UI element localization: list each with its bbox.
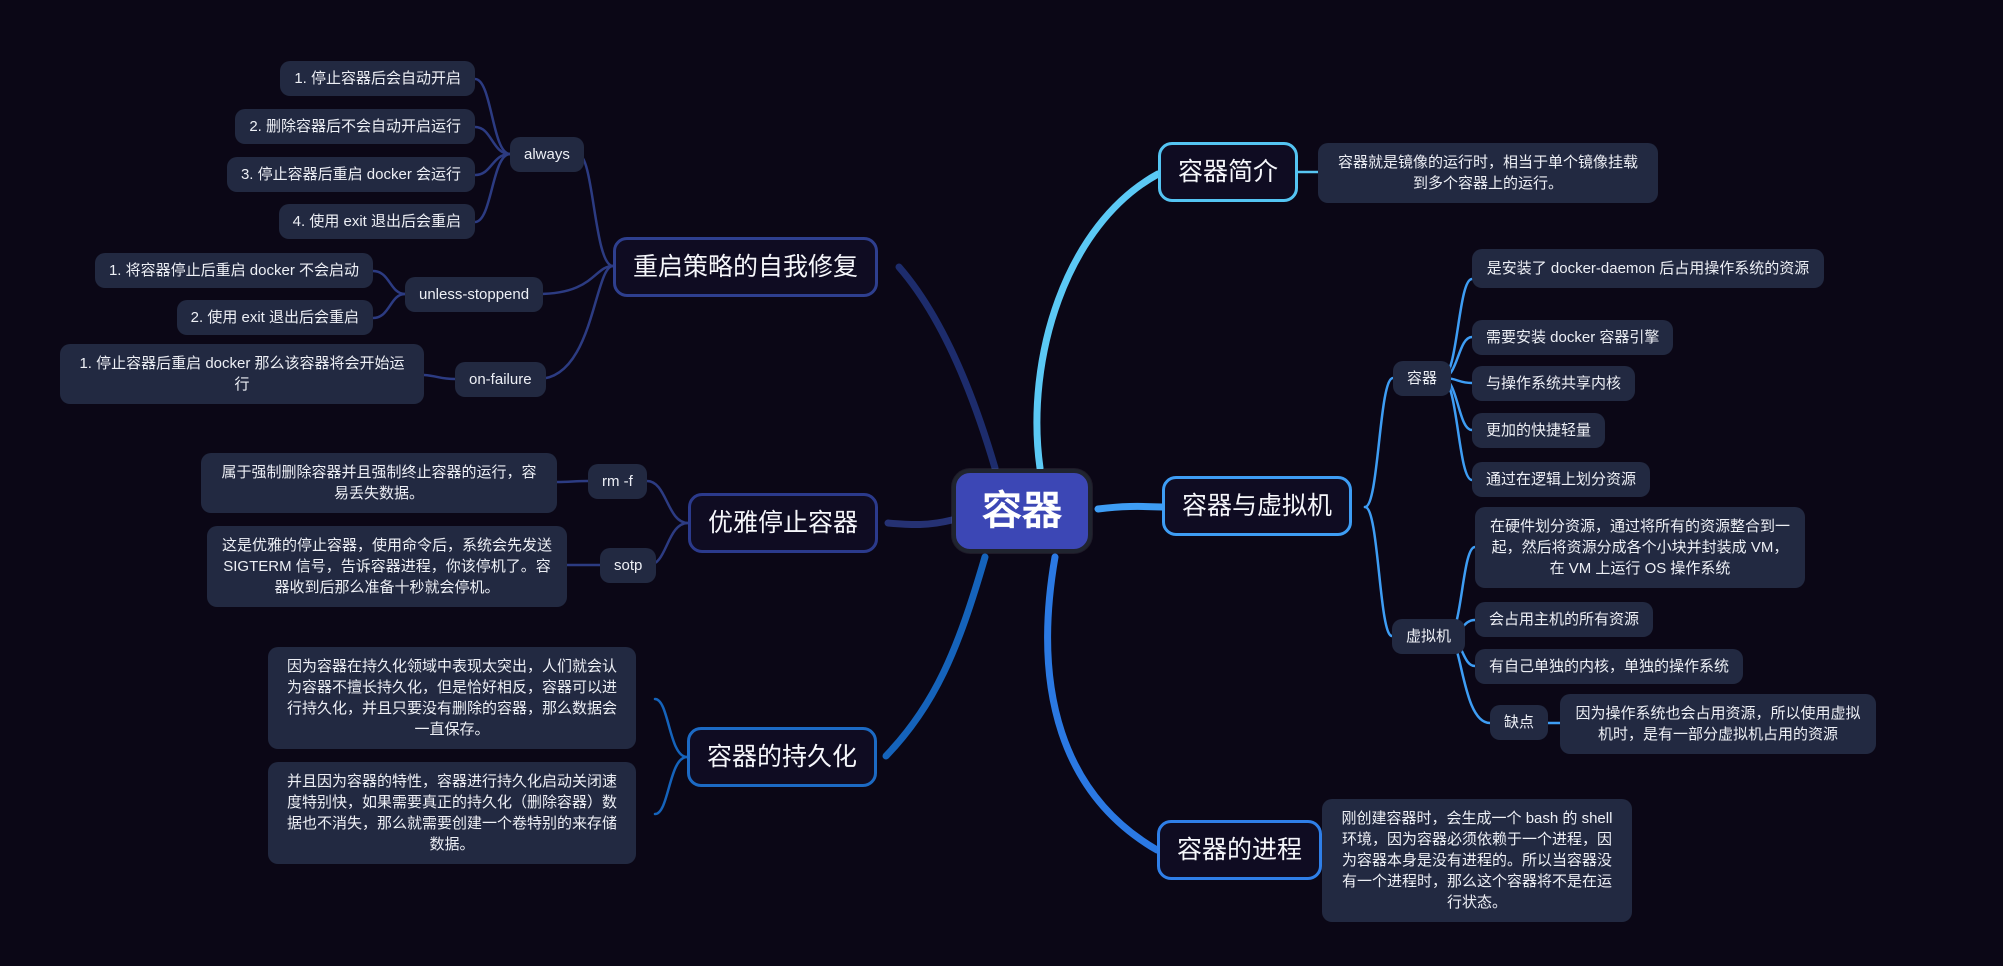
node-unless-stoppend[interactable]: unless-stoppend [405,277,544,312]
edge-persistence-note2 [653,755,689,816]
topic-container-vs-vm[interactable]: 容器与虚拟机 [1162,476,1353,536]
topic-graceful-stop[interactable]: 优雅停止容器 [688,493,879,553]
node-rm-f-note[interactable]: 属于强制删除容器并且强制终止容器的运行，容易丢失数据。 [201,453,557,513]
node-always-item-1[interactable]: 1. 停止容器后会自动开启 [280,61,475,96]
node-intro-note[interactable]: 容器就是镜像的运行时，相当于单个镜像挂载到多个容器上的运行。 [1318,143,1658,203]
node-persistence-note-2[interactable]: 并且因为容器的特性，容器进行持久化启动关闭速度特别快，如果需要真正的持久化（删除… [268,762,636,864]
node-unless-item-1[interactable]: 1. 将容器停止后重启 docker 不会启动 [94,253,373,288]
edge-central-intro [1033,170,1162,472]
node-vm-label[interactable]: 虚拟机 [1392,619,1466,654]
edge-restart-unless [536,264,615,296]
topic-container-intro[interactable]: 容器简介 [1158,142,1299,202]
topic-persistence[interactable]: 容器的持久化 [687,727,878,787]
topic-restart-policy[interactable]: 重启策略的自我修复 [613,237,879,297]
edge-persistence-note1 [653,697,689,759]
node-process-note[interactable]: 刚创建容器时，会生成一个 bash 的 shell 环境，因为容器必须依赖于一个… [1322,799,1632,922]
edge-unless-item1 [371,269,407,296]
edge-vs-vm [1363,505,1394,638]
edge-onfailure-item1 [422,373,457,381]
edge-central-process [1044,553,1161,854]
node-vm-drawback-note[interactable]: 因为操作系统也会占用资源，所以使用虚拟机时，是有一部分虚拟机占用的资源 [1560,694,1876,754]
edge-central-persistence [882,553,989,760]
node-vm-item-1[interactable]: 在硬件划分资源，通过将所有的资源整合到一起，然后将资源分成各个小块并封装成 VM… [1475,507,1805,588]
node-unless-item-2[interactable]: 2. 使用 exit 退出后会重启 [176,300,373,335]
edge-rmf-note [555,479,590,484]
node-vm-drawback-label[interactable]: 缺点 [1490,705,1549,740]
central-topic[interactable]: 容器 [952,469,1092,553]
node-always-item-3[interactable]: 3. 停止容器后重启 docker 会运行 [226,157,475,192]
node-sotp[interactable]: sotp [600,548,657,583]
edge-vs-container [1363,376,1395,509]
node-vm-item-2[interactable]: 会占用主机的所有资源 [1475,602,1654,637]
node-persistence-note-1[interactable]: 因为容器在持久化领域中表现太突出，人们就会认为容器不擅长持久化，但是恰好相反，容… [268,647,636,749]
node-vm-item-3[interactable]: 有自己单独的内核，单独的操作系统 [1475,649,1744,684]
edge-graceful-rmf [645,479,690,525]
node-on-failure-item-1[interactable]: 1. 停止容器后重启 docker 那么该容器将会开始运行 [60,344,424,404]
node-container-item-3[interactable]: 与操作系统共享内核 [1472,366,1636,401]
node-container-item-5[interactable]: 通过在逻辑上划分资源 [1472,462,1651,497]
node-on-failure[interactable]: on-failure [455,362,546,397]
node-always-item-2[interactable]: 2. 删除容器后不会自动开启运行 [235,109,475,144]
node-container-item-2[interactable]: 需要安装 docker 容器引擎 [1472,320,1674,355]
edge-central-restart [895,263,999,472]
node-always[interactable]: always [510,137,584,172]
node-container-label[interactable]: 容器 [1393,361,1452,396]
topic-container-process[interactable]: 容器的进程 [1157,820,1323,880]
node-rm-f[interactable]: rm -f [588,464,647,499]
edge-unless-item2 [371,292,407,320]
node-sotp-note[interactable]: 这是优雅的停止容器，使用命令后，系统会先发送 SIGTERM 信号，告诉容器进程… [207,526,567,607]
edge-restart-onfailure [536,264,615,381]
node-container-item-4[interactable]: 更加的快捷轻量 [1472,413,1606,448]
edge-central-graceful [884,516,956,529]
node-always-item-4[interactable]: 4. 使用 exit 退出后会重启 [278,204,475,239]
node-container-item-1[interactable]: 是安装了 docker-daemon 后占用操作系统的资源 [1472,249,1824,288]
edge-restart-always [576,152,615,268]
edge-always-item4 [473,152,512,224]
edge-always-item1 [473,77,512,156]
edge-central-vs [1094,502,1166,513]
